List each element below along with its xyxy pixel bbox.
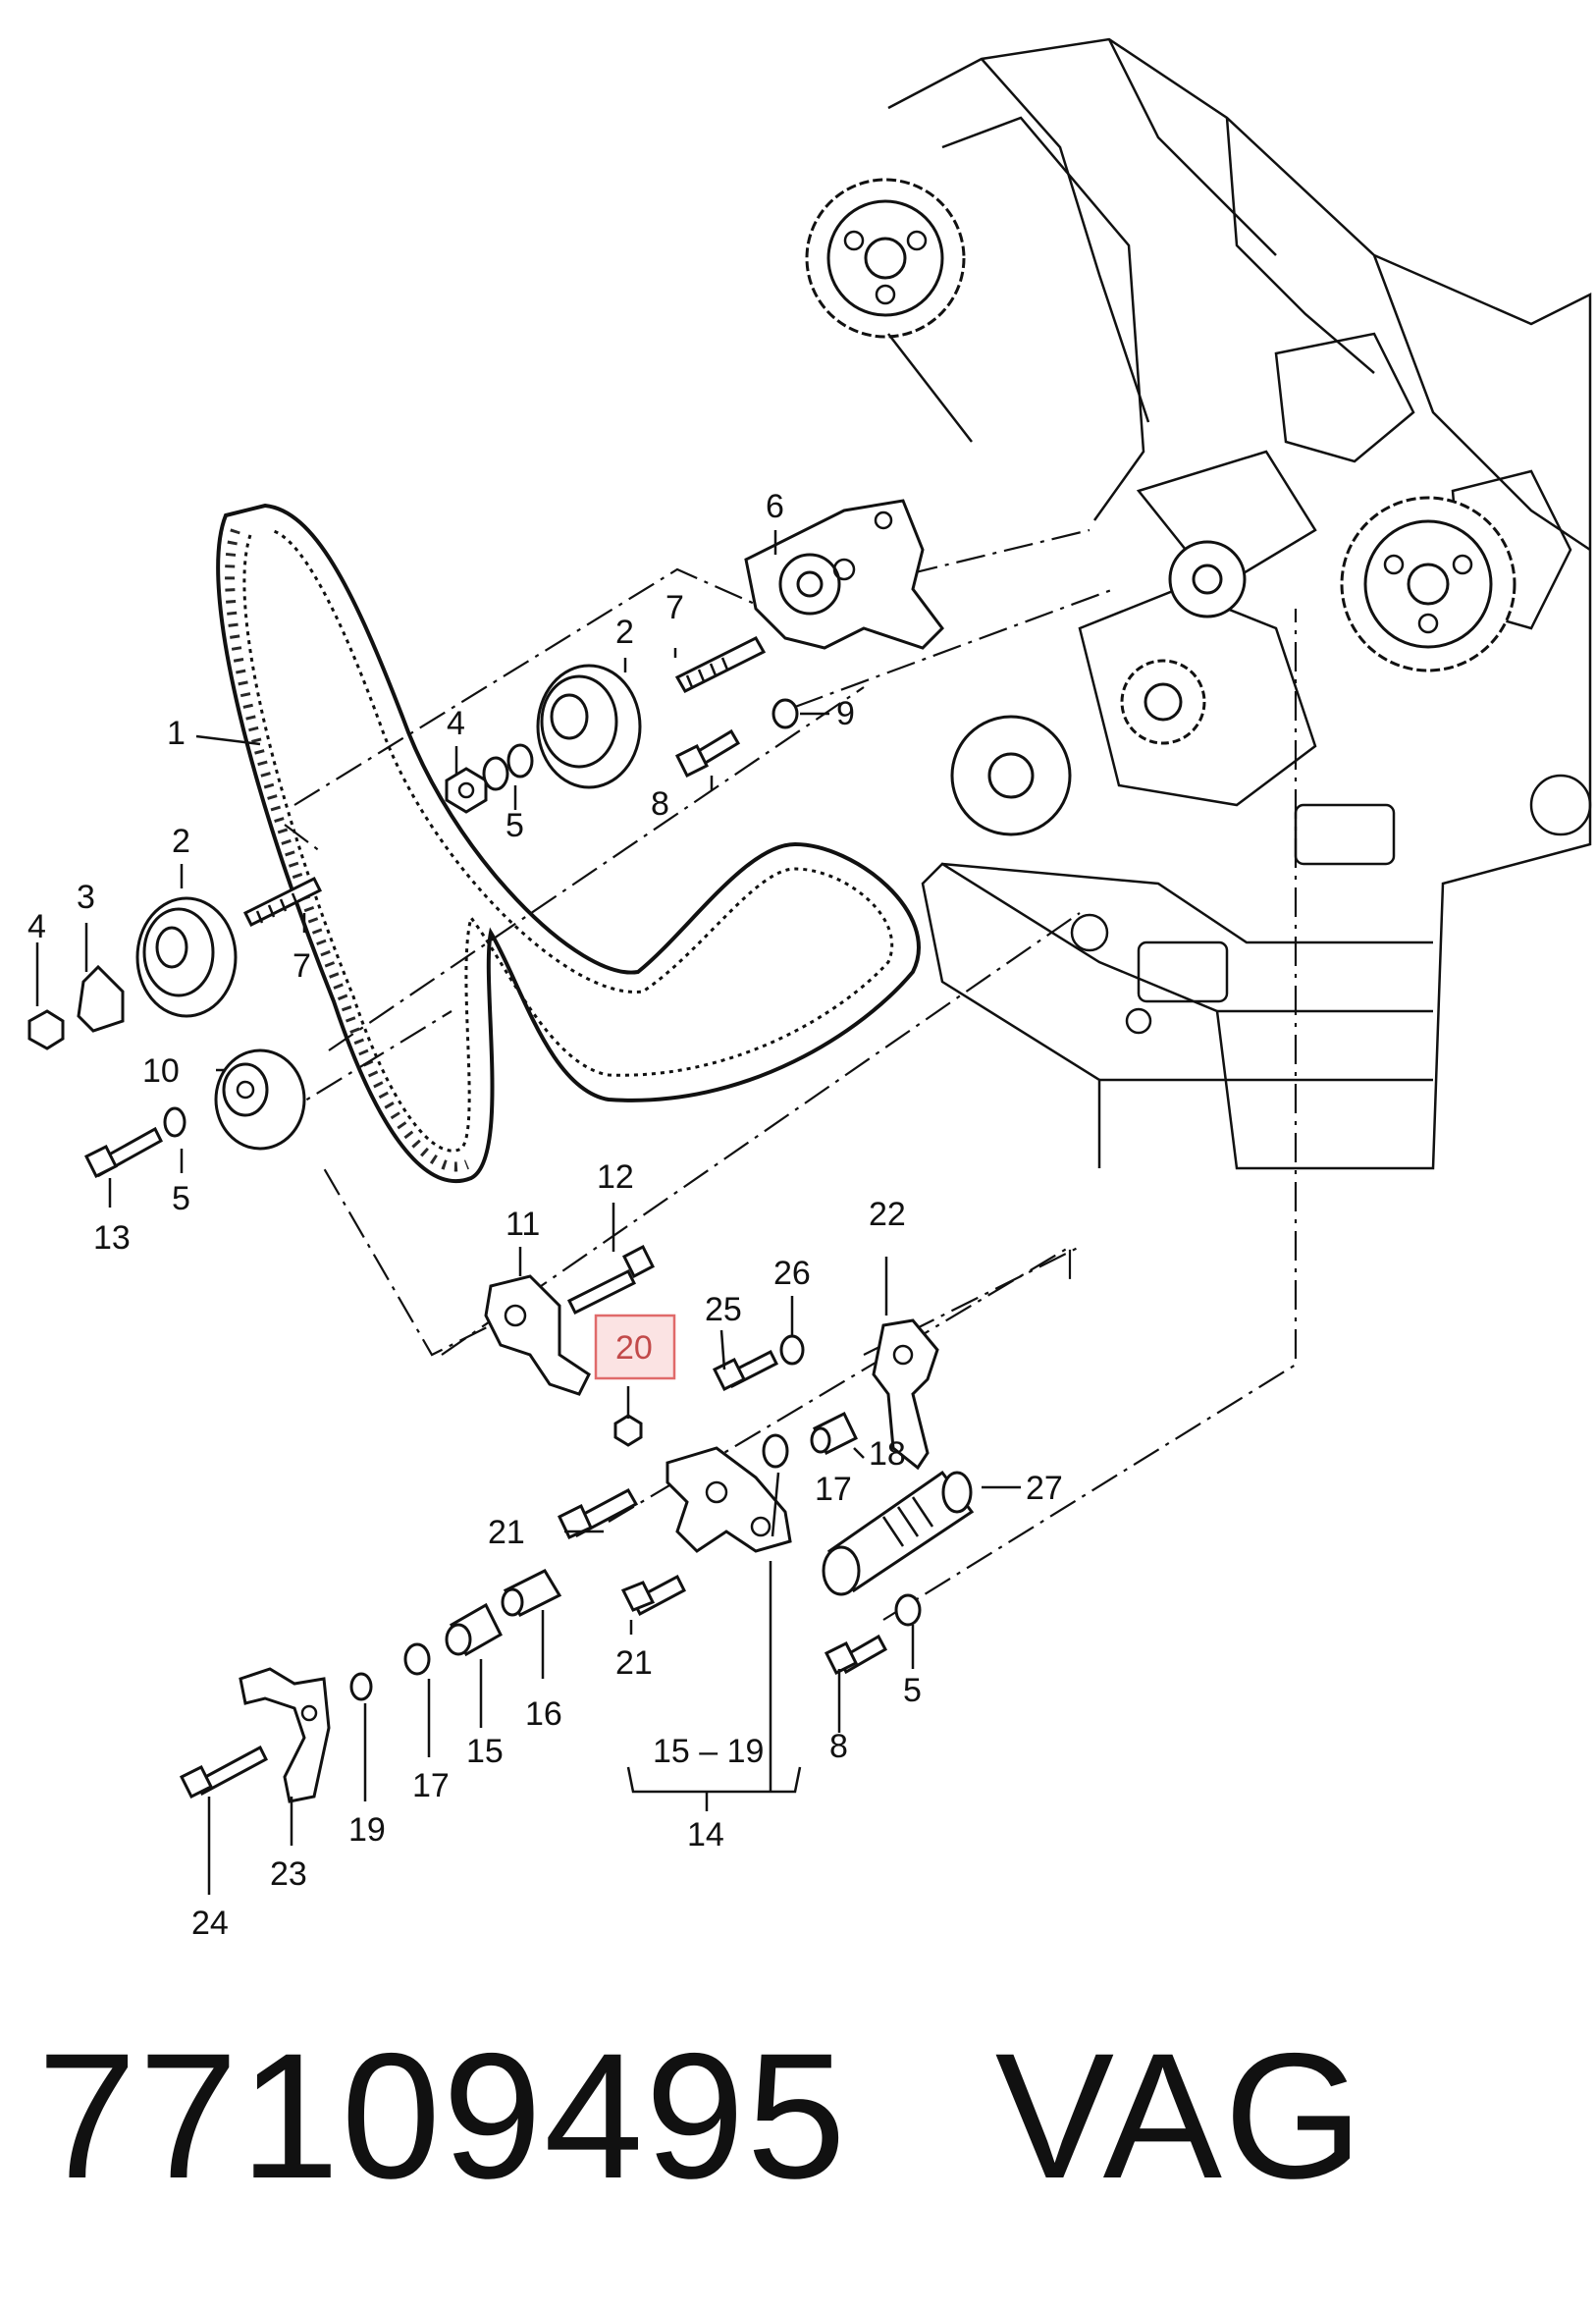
callout-8-lower: 8 (829, 1728, 848, 1765)
bolt-8-lower (824, 1634, 888, 1676)
washer-5-lower (894, 1593, 922, 1627)
bushing-18 (810, 1411, 858, 1456)
part-number: 77109495 (37, 2015, 848, 2216)
highlight-box (594, 1314, 676, 1380)
callout-2-left: 2 (172, 823, 190, 860)
stud-bolt-upper (674, 636, 767, 693)
callout-14: 14 (687, 1816, 724, 1853)
callout-15-19: 15 – 19 (653, 1733, 764, 1770)
callout-24: 24 (191, 1905, 229, 1942)
bolt-21-upper (558, 1487, 639, 1539)
bolt-21-lower (620, 1574, 686, 1617)
bolt-13 (83, 1126, 163, 1179)
bracket-11 (484, 1274, 591, 1396)
washer-26 (779, 1334, 805, 1366)
camshaft-sprocket-right (1340, 496, 1516, 672)
washer-17-upper (762, 1433, 789, 1469)
callout-5-upper: 5 (505, 807, 524, 844)
washer-17-lower (403, 1642, 431, 1676)
callout-6: 6 (766, 488, 784, 525)
bushing-16 (501, 1569, 562, 1617)
callout-13: 13 (93, 1219, 131, 1257)
idler-pulley-left (135, 896, 238, 1018)
callout-9: 9 (836, 695, 855, 732)
callout-25: 25 (705, 1291, 742, 1328)
callout-5-left: 5 (172, 1180, 190, 1217)
callout-4-upper: 4 (447, 705, 465, 742)
callout-3: 3 (77, 879, 95, 916)
callout-1: 1 (167, 715, 186, 752)
callout-21-lower: 21 (615, 1644, 653, 1682)
callout-7-left: 7 (293, 947, 311, 985)
camshaft-sprocket-upper (805, 178, 966, 339)
callout-8-upper: 8 (651, 785, 669, 823)
washer-19 (349, 1672, 373, 1701)
callout-20-highlight: 20 (594, 1314, 676, 1380)
callout-labels: 1 2 2 3 4 4 5 5 5 6 7 7 8 8 9 10 11 12 1… (27, 488, 1063, 1942)
nut-20 (613, 1414, 643, 1447)
washer-5-left (163, 1106, 186, 1138)
assembly-lines (274, 528, 1298, 1621)
bolt-8-upper (674, 728, 741, 779)
nut-upper (445, 767, 488, 814)
engine-block (805, 37, 1592, 1170)
callout-20: 20 (615, 1329, 653, 1367)
tensioner-bracket-upper (744, 499, 944, 650)
callout-12: 12 (597, 1158, 634, 1196)
crankshaft-pulley (950, 540, 1247, 836)
callout-19: 19 (348, 1811, 386, 1849)
callout-18: 18 (869, 1435, 906, 1473)
callout-7-upper: 7 (665, 589, 684, 626)
timing-belt (216, 503, 921, 1184)
stud-bolt-left (242, 876, 323, 928)
washer-9 (771, 698, 799, 729)
part-caption: 77109495 VAG (37, 2013, 1365, 2219)
nut-left (27, 1009, 65, 1050)
damper-27 (822, 1470, 975, 1596)
bolt-25 (712, 1349, 779, 1392)
callout-2-upper: 2 (615, 614, 634, 651)
callout-5-lower: 5 (903, 1672, 922, 1709)
spacer-3 (77, 964, 125, 1033)
washer-upper (482, 743, 534, 791)
callout-leaders (35, 530, 1021, 1895)
bracket-22 (872, 1318, 939, 1471)
callout-27: 27 (1026, 1470, 1063, 1507)
bolt-24 (179, 1745, 268, 1800)
bolt-12 (566, 1244, 655, 1316)
bracket-23 (239, 1667, 331, 1803)
idler-pulley-upper (536, 664, 642, 789)
bushing-15 (445, 1602, 503, 1657)
callout-11: 11 (505, 1206, 540, 1243)
timing-belt-exploded-diagram: 1 2 2 3 4 4 5 5 5 6 7 7 8 8 9 10 11 12 1… (27, 37, 1592, 1942)
callout-22: 22 (869, 1196, 906, 1233)
callout-21-upper: 21 (488, 1514, 525, 1551)
callout-16: 16 (525, 1695, 562, 1733)
callout-17-lower: 17 (412, 1767, 450, 1804)
damper-bracket (665, 1446, 792, 1553)
callout-4-left: 4 (27, 908, 46, 945)
brand-name: VAG (994, 2015, 1365, 2216)
callout-17-upper: 17 (815, 1471, 852, 1508)
callout-26: 26 (773, 1255, 811, 1292)
callout-15: 15 (466, 1733, 504, 1770)
tensioner-roller (214, 1048, 306, 1151)
callout-10: 10 (142, 1052, 180, 1090)
callout-23: 23 (270, 1855, 307, 1893)
